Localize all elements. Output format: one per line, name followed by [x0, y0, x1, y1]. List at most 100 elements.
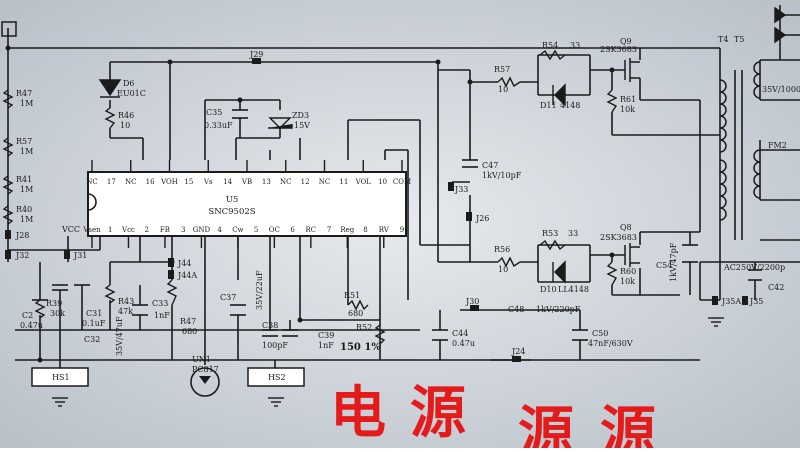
- ic-bottom-pin-label: 2: [144, 226, 148, 234]
- label-un1: UN1: [192, 355, 211, 364]
- label-d11-value: 4148: [560, 101, 580, 110]
- mosfets: [624, 58, 640, 267]
- transformer: [719, 61, 761, 221]
- label-c42: C42: [768, 283, 784, 292]
- label-r46: R46: [118, 111, 134, 120]
- ic-u5: [87, 160, 407, 248]
- ic-bottom-pin-label: 3: [181, 226, 185, 234]
- ic-bottom-pin-label: 8: [363, 226, 367, 234]
- watermark: 电 源 源 源: [330, 381, 656, 452]
- label-d6-value: EU01C: [117, 89, 146, 98]
- label-j32: J32: [15, 251, 29, 260]
- label-r43: R43: [118, 297, 134, 306]
- label-t5: T5: [734, 35, 744, 44]
- ic-body: [87, 171, 407, 237]
- label-r60: R60: [620, 267, 636, 276]
- ic-top-pin-label: VOH: [160, 178, 178, 186]
- ic-bottom-pin-label: 9: [400, 226, 404, 234]
- ic-ref: U5: [226, 195, 239, 205]
- label-c31-value: 0.1uF: [82, 319, 106, 328]
- label-c50: C50: [592, 329, 608, 338]
- label-j29: J29: [249, 50, 263, 59]
- wires: [7, 5, 800, 368]
- ic-bottom-pin-label: 5: [254, 226, 258, 234]
- label-c38-value: 100pF: [262, 341, 288, 350]
- ic-bottom-pin-label: Reg: [340, 226, 354, 234]
- label-c37-value: 35V/22uF: [255, 270, 264, 310]
- label-r61-value: 10k: [620, 105, 635, 114]
- ic-bottom-pin-label: OC: [269, 226, 280, 234]
- label-fm2: FM2: [768, 141, 787, 150]
- ic-bottom-pin-label: Vcc: [121, 226, 135, 234]
- label-r53: R53: [542, 229, 558, 238]
- label-r41-value: 1M: [20, 185, 33, 194]
- ic-top-pin-label: NC: [125, 178, 136, 186]
- label-j24: J24: [511, 347, 525, 356]
- ic-bottom-pin-label: RC: [306, 226, 317, 234]
- label-q9-value: 2SK3683: [600, 45, 637, 54]
- label-r61: R61: [620, 95, 636, 104]
- label-r39-value: 30k: [50, 309, 65, 318]
- label-r53-value: 33: [568, 229, 578, 238]
- label-q8-value: 2SK3683: [600, 233, 637, 242]
- label-r47: R47: [16, 89, 32, 98]
- label-pc817: PC817: [192, 365, 219, 374]
- label-c54-value: 1kV/47pF: [669, 242, 678, 282]
- label-r46-value: 10: [120, 121, 130, 130]
- ic-top-pin-label: 14: [223, 178, 232, 186]
- label-r51-value: 680: [348, 309, 363, 318]
- label-c44-value: 0.47u: [452, 339, 475, 348]
- ic-bottom-pin-label: Vsen: [82, 226, 101, 234]
- watermark-char-4: 源: [600, 401, 656, 448]
- label-c32: C32: [84, 335, 100, 344]
- label-zd3: ZD3: [292, 111, 309, 120]
- ic-top-pin-label: 16: [146, 178, 155, 186]
- ic-bottom-pin-label: FB: [160, 226, 170, 234]
- label-d6: D6: [123, 79, 135, 88]
- ic-top-pin-label: Vs: [203, 178, 213, 186]
- label-r40-value: 1M: [20, 215, 33, 224]
- label-c2: C2: [22, 311, 33, 320]
- ic-bottom-pin-label: 7: [327, 226, 331, 234]
- label-c54: C54: [656, 261, 672, 270]
- ic-bottom-pin-label: 4: [217, 226, 222, 234]
- label-r47b-value: 680: [182, 327, 197, 336]
- label-c35-value: 0.33uF: [204, 121, 233, 130]
- ic-bottom-pin-stubs: [91, 236, 385, 248]
- label-hs2: HS2: [268, 373, 286, 382]
- label-r54: R54: [542, 41, 558, 50]
- diodes: [98, 6, 787, 284]
- label-c2-value: 0.47u: [20, 321, 43, 330]
- label-r57b: R57: [494, 65, 510, 74]
- label-t4: T4: [718, 35, 728, 44]
- label-c35: C35: [206, 108, 222, 117]
- label-r57-value: 1M: [20, 147, 33, 156]
- opto-led: [199, 376, 211, 384]
- ic-bottom-pin-label: 6: [290, 226, 295, 234]
- label-c44: C44: [452, 329, 468, 338]
- label-j44: J44: [177, 259, 191, 268]
- label-r56-value: 10: [498, 265, 508, 274]
- ic-notch: [87, 193, 97, 211]
- jumpers: [5, 45, 748, 363]
- label-r47-value: 1M: [20, 99, 33, 108]
- label-d10: D10: [540, 285, 557, 294]
- label-r52-value: 150 1%: [340, 342, 381, 353]
- ic-top-pin-label: NC: [319, 178, 330, 186]
- label-c37: C37: [220, 293, 236, 302]
- resistors: [2, 49, 618, 345]
- ic-top-pin-label: NC: [86, 178, 97, 186]
- label-j31: J31: [73, 251, 87, 260]
- ic-top-pin-label: 15: [184, 178, 193, 186]
- ic-top-pin-label: NC: [280, 178, 291, 186]
- label-r60-value: 10k: [620, 277, 635, 286]
- label-c48: C48: [508, 305, 524, 314]
- ic-top-pin-label: 13: [262, 178, 271, 186]
- label-c39: C39: [318, 331, 334, 340]
- ic-top-pin-label: VB: [241, 178, 252, 186]
- label-r51: R51: [344, 291, 360, 300]
- label-r40: R40: [16, 205, 32, 214]
- ic-top-pin-label: 12: [301, 178, 310, 186]
